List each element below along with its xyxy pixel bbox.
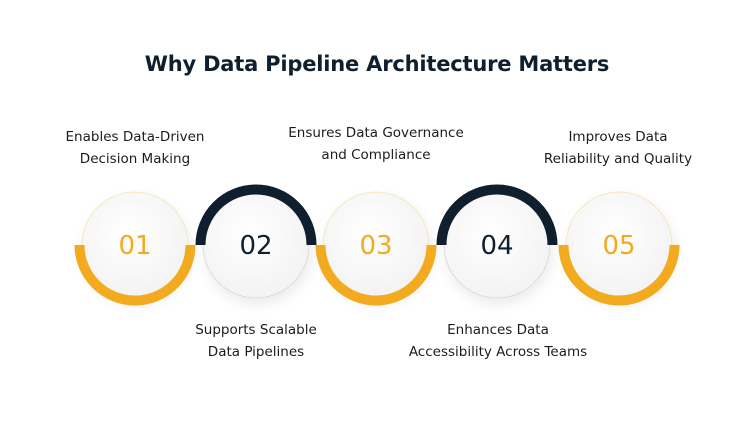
step-5-label-line2: Reliability and Quality xyxy=(543,151,693,167)
step-5-label: Improves Data Reliability and Quality xyxy=(498,126,738,170)
step-3-label-line2: and Compliance xyxy=(321,147,431,163)
step-4-label-line2: Accessibility Across Teams xyxy=(408,344,588,360)
step-2-label-line2: Data Pipelines xyxy=(207,344,305,360)
step-1-number: 01 xyxy=(118,231,152,261)
step-4-label-line1: Enhances Data xyxy=(447,322,549,338)
step-3-arc xyxy=(315,244,437,306)
step-1-arc xyxy=(74,244,196,306)
step-2-number: 02 xyxy=(239,231,273,261)
step-2-circle xyxy=(195,184,317,299)
step-5-label-line1: Improves Data xyxy=(568,129,668,145)
step-1-circle xyxy=(74,191,196,306)
step-3-number: 03 xyxy=(359,231,393,261)
step-2-label-line1: Supports Scalable xyxy=(195,322,317,338)
step-4-circle xyxy=(436,184,558,299)
step-3-label: Ensures Data Governance and Compliance xyxy=(256,122,496,166)
step-4-arc xyxy=(436,184,558,246)
step-1-label: Enables Data-Driven Decision Making xyxy=(15,126,255,170)
step-5-circle xyxy=(558,191,680,306)
step-3-circle xyxy=(315,191,437,306)
step-4-number: 04 xyxy=(480,231,514,261)
page-title: Why Data Pipeline Architecture Matters xyxy=(144,52,610,76)
step-1-label-line1: Enables Data-Driven xyxy=(65,129,205,145)
step-2-arc xyxy=(195,184,317,246)
step-5-number: 05 xyxy=(602,231,636,261)
step-3-label-line1: Ensures Data Governance xyxy=(288,125,464,141)
step-4-label: Enhances Data Accessibility Across Teams xyxy=(378,319,618,363)
step-2-label: Supports Scalable Data Pipelines xyxy=(136,319,376,363)
step-5-arc xyxy=(558,244,680,306)
step-1-label-line2: Decision Making xyxy=(79,151,191,167)
